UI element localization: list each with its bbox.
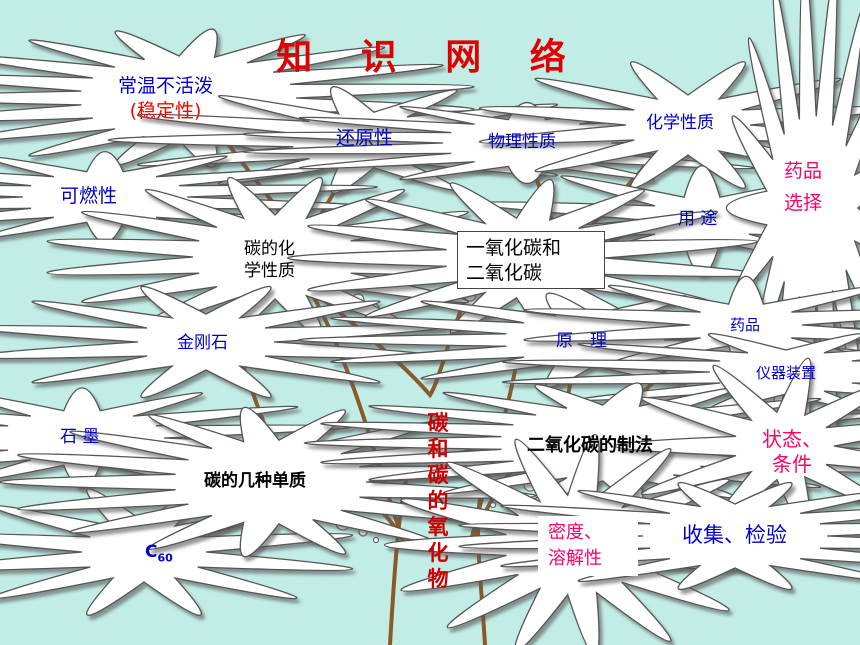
node-apparatus: 仪器装置 [756,364,817,382]
node-physical: 物理性质 [488,132,556,152]
node-usage: 用 途 [678,209,718,229]
node-state-cond: 状态、 条件 [762,427,822,476]
cloud-diamond [0,285,444,399]
node-density: 密度、 溶解性 [538,516,638,576]
page-title: 知 识 网 络 [276,37,584,78]
node-collect: 收集、检验 [682,523,787,547]
cloud-apparatus [501,333,860,411]
node-graphite: 石 墨 [60,427,100,447]
node-c60: C60 [145,542,173,565]
node-co-co2: 一氧化碳和 二氧化碳 [457,231,605,289]
cloud-state-cond [614,357,860,535]
node-diamond: 金刚石 [177,333,228,353]
node-co2-prep: 二氧化碳的制法 [527,435,653,456]
node-drugs: 药品 [730,316,761,334]
node-allotropes: 碳的几种单质 [204,471,306,491]
node-reducing: 还原性 [336,127,394,149]
node-stable: 常温不活泼 (稳定性) [118,75,214,122]
node-combustible: 可燃性 [60,185,118,207]
node-principle: 原 理 [556,331,607,351]
root-label: 碳 和 碳 的 氧 化 物 [427,411,449,591]
node-carbon-chem: 碳的化 学性质 [244,239,295,282]
node-chemical: 化学性质 [646,113,714,133]
node-drug-choice: 药品 选择 [784,160,823,215]
cloud-drugs [523,275,860,375]
